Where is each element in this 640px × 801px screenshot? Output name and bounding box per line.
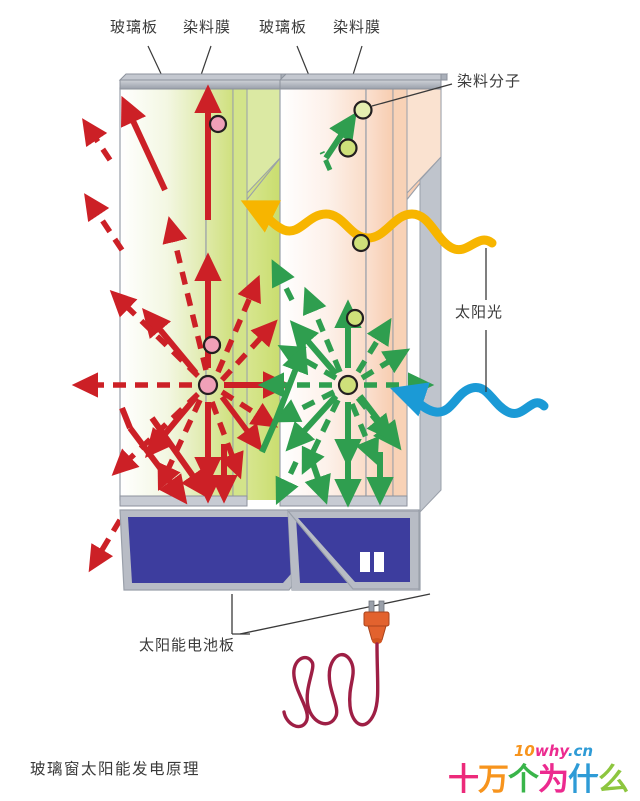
red-emission-burst [71, 84, 292, 573]
solar-panel-leaders [231, 593, 431, 635]
power-plug [363, 600, 390, 644]
label-dye-molecule: 染料分子 [457, 72, 522, 90]
right-window-panel [278, 73, 449, 514]
label-glass-plate-2: 玻璃板 [259, 18, 308, 36]
site-watermark: 10why.cn 十万个为什么 [447, 741, 638, 800]
dye-molecules-right [337, 100, 373, 396]
dye-molecule-icon [208, 114, 228, 134]
solar-panel-right-shape [286, 510, 420, 590]
watermark-domain: 10why.cn [513, 741, 595, 762]
label-dye-film-1: 染料膜 [183, 18, 232, 36]
left-panel-top-frame [119, 79, 282, 90]
dye-molecule-icon [353, 100, 373, 120]
red-escaping-rays [82, 118, 113, 162]
power-cord [282, 642, 380, 729]
dye-molecule-icon [338, 138, 358, 158]
dye-molecule-leader [371, 83, 453, 107]
leader-lines-top [147, 45, 363, 79]
dye-molecule-icon [202, 335, 222, 355]
label-glass-plate-1: 玻璃板 [110, 18, 159, 36]
dye-molecule-icon [345, 308, 365, 328]
label-dye-film-2: 染料膜 [333, 18, 382, 36]
right-panel-top-frame [279, 79, 442, 90]
dye-molecule-icon [337, 374, 359, 396]
label-solar-panel: 太阳能电池板 [139, 636, 236, 654]
dye-molecule-icon [351, 233, 371, 253]
label-sunlight: 太阳光 [455, 303, 504, 321]
figure-caption: 玻璃窗太阳能发电原理 [30, 760, 201, 778]
watermark-brand: 十万个为什么 [447, 761, 631, 800]
green-emission-burst [257, 112, 435, 508]
dye-molecule-icon [197, 374, 219, 396]
blue-light-wave [390, 382, 549, 418]
